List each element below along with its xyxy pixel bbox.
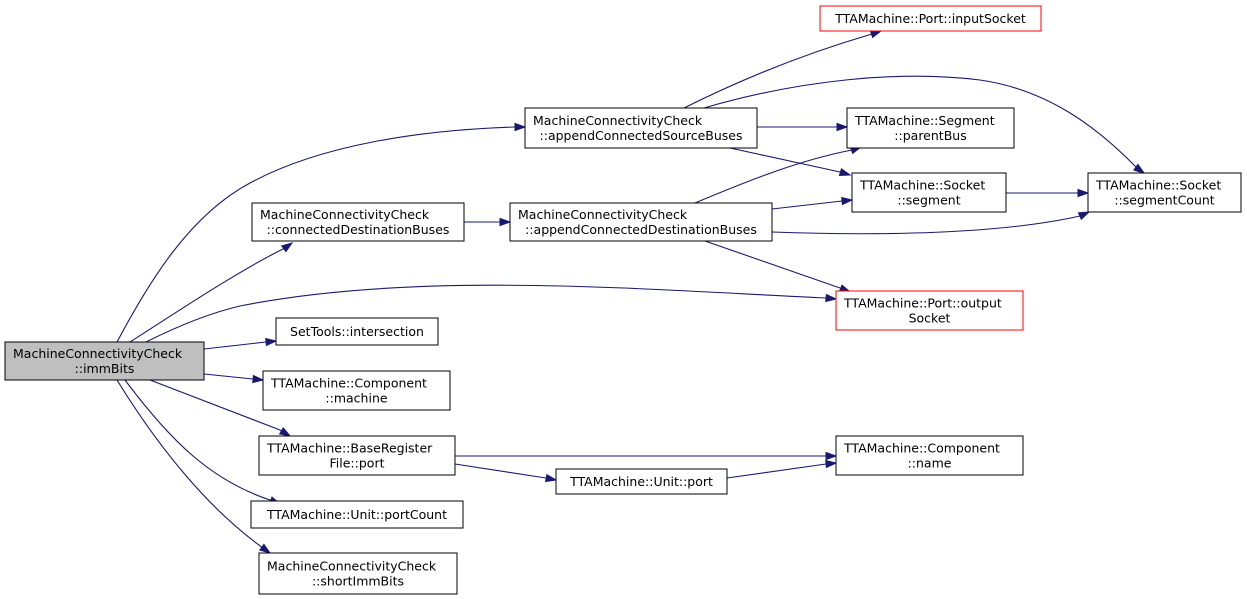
arrowhead-icon bbox=[825, 459, 838, 469]
node-appendDst[interactable]: MachineConnectivityCheck::appendConnecte… bbox=[509, 202, 773, 242]
node-shortImmBits[interactable]: MachineConnectivityCheck::shortImmBits bbox=[258, 552, 458, 595]
edge-12 bbox=[729, 147, 841, 173]
node-box bbox=[258, 552, 458, 595]
node-machine[interactable]: TTAMachine::Component::machine bbox=[262, 370, 451, 411]
node-connDst[interactable]: MachineConnectivityCheck::connectedDesti… bbox=[251, 202, 465, 242]
edge-16 bbox=[704, 240, 841, 289]
arrowhead-icon bbox=[259, 543, 272, 554]
arrowhead-icon bbox=[278, 426, 292, 437]
node-label-line-0: MachineConnectivityCheck bbox=[533, 113, 703, 128]
node-box bbox=[275, 317, 439, 346]
arrowhead-icon bbox=[825, 293, 838, 303]
arrowhead-icon bbox=[544, 473, 558, 483]
edge-4 bbox=[203, 373, 254, 380]
node-box bbox=[250, 500, 464, 529]
edges-layer bbox=[116, 30, 1146, 554]
node-label-line-0: TTAMachine::Component bbox=[843, 441, 1000, 456]
node-label-line-1: Socket bbox=[909, 311, 951, 326]
node-box bbox=[524, 107, 758, 149]
node-label-line-1: ::segment bbox=[897, 193, 960, 208]
node-label-line-0: TTAMachine::Port::inputSocket bbox=[834, 11, 1026, 26]
edge-2 bbox=[145, 284, 827, 343]
node-box bbox=[846, 107, 1015, 149]
node-appendSrc[interactable]: MachineConnectivityCheck::appendConnecte… bbox=[524, 107, 758, 149]
node-label-line-0: TTAMachine::Unit::port bbox=[569, 474, 713, 489]
node-box bbox=[835, 435, 1024, 476]
nodes-layer: MachineConnectivityCheck::immBitsMachine… bbox=[4, 5, 1242, 595]
node-box bbox=[258, 435, 456, 476]
node-segment[interactable]: TTAMachine::Socket::segment bbox=[851, 172, 1007, 213]
node-label-line-1: ::immBits bbox=[75, 361, 135, 376]
node-label-line-1: ::appendConnectedDestinationBuses bbox=[525, 222, 757, 237]
node-box bbox=[251, 202, 465, 242]
node-box bbox=[555, 468, 728, 495]
node-box bbox=[819, 5, 1042, 32]
arrowhead-icon bbox=[838, 167, 852, 177]
edge-14 bbox=[771, 200, 843, 210]
node-box bbox=[1087, 172, 1242, 213]
node-label-line-0: MachineConnectivityCheck bbox=[260, 207, 430, 222]
node-box bbox=[4, 341, 205, 381]
node-label-line-0: MachineConnectivityCheck bbox=[518, 207, 688, 222]
node-label-line-0: TTAMachine::Unit::portCount bbox=[266, 507, 447, 522]
edge-0 bbox=[116, 126, 516, 343]
node-label-line-0: SetTools::intersection bbox=[290, 324, 424, 339]
node-compName[interactable]: TTAMachine::Component::name bbox=[835, 435, 1024, 476]
node-intersection[interactable]: SetTools::intersection bbox=[275, 317, 439, 346]
edge-3 bbox=[203, 341, 267, 350]
edge-10 bbox=[703, 75, 1138, 169]
arrowhead-icon bbox=[869, 30, 883, 39]
arrowhead-icon bbox=[841, 196, 854, 206]
arrowhead-icon bbox=[1133, 163, 1146, 174]
node-label-line-1: ::connectedDestinationBuses bbox=[267, 222, 450, 237]
node-box bbox=[262, 370, 451, 411]
node-label-line-1: File::port bbox=[330, 456, 385, 471]
node-label-line-0: TTAMachine::Socket bbox=[1095, 178, 1221, 193]
node-label-line-1: ::machine bbox=[325, 391, 387, 406]
arrowhead-icon bbox=[1077, 211, 1091, 221]
edge-5 bbox=[149, 379, 281, 431]
node-label-line-0: TTAMachine::Socket bbox=[859, 178, 985, 193]
arrowhead-icon bbox=[1077, 188, 1090, 198]
node-label-line-0: TTAMachine::Segment bbox=[854, 113, 995, 128]
arrowhead-icon bbox=[836, 122, 849, 132]
edge-7 bbox=[116, 379, 264, 549]
node-inputSocket[interactable]: TTAMachine::Port::inputSocket bbox=[819, 5, 1042, 32]
node-label-line-1: ::segmentCount bbox=[1114, 193, 1214, 208]
arrowhead-icon bbox=[252, 374, 265, 384]
edge-20 bbox=[726, 463, 827, 479]
arrowhead-icon bbox=[265, 337, 278, 347]
edge-1 bbox=[129, 247, 286, 343]
node-unitPort[interactable]: TTAMachine::Unit::port bbox=[555, 468, 728, 495]
arrowhead-icon bbox=[825, 451, 838, 461]
node-portCount[interactable]: TTAMachine::Unit::portCount bbox=[250, 500, 464, 529]
edge-6 bbox=[124, 379, 271, 501]
arrowhead-icon bbox=[514, 122, 527, 132]
node-label-line-0: TTAMachine::BaseRegister bbox=[266, 441, 433, 456]
node-label-line-1: ::name bbox=[908, 456, 952, 471]
edge-15 bbox=[771, 215, 1081, 235]
arrowhead-icon bbox=[499, 217, 512, 227]
node-segmentCount[interactable]: TTAMachine::Socket::segmentCount bbox=[1087, 172, 1242, 213]
node-parentBus[interactable]: TTAMachine::Segment::parentBus bbox=[846, 107, 1015, 149]
edge-13 bbox=[694, 149, 853, 204]
node-label-line-1: ::appendConnectedSourceBuses bbox=[540, 128, 743, 143]
node-box bbox=[509, 202, 773, 242]
node-label-line-0: MachineConnectivityCheck bbox=[267, 559, 437, 574]
node-label-line-0: MachineConnectivityCheck bbox=[13, 346, 183, 361]
edge-19 bbox=[454, 463, 547, 479]
node-root[interactable]: MachineConnectivityCheck::immBits bbox=[4, 341, 205, 381]
node-label-line-0: TTAMachine::Component bbox=[270, 376, 427, 391]
arrowhead-icon bbox=[281, 242, 294, 253]
edge-9 bbox=[683, 33, 873, 109]
node-label-line-1: ::parentBus bbox=[894, 128, 966, 143]
node-box bbox=[851, 172, 1007, 213]
node-label-line-0: TTAMachine::Port::output bbox=[843, 296, 1002, 311]
node-label-line-1: ::shortImmBits bbox=[312, 574, 404, 589]
node-box bbox=[835, 290, 1024, 331]
